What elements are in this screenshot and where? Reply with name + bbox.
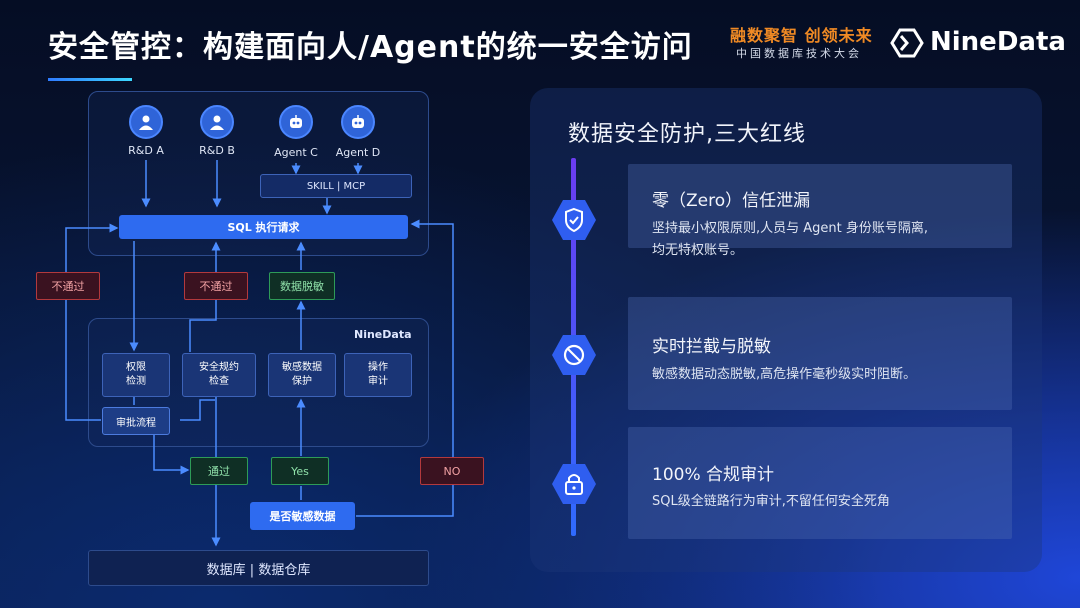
step-line: 保护	[292, 376, 312, 387]
item-desc-line: 敏感数据动态脱敏,高危操作毫秒级实时阻断。	[652, 367, 917, 382]
brand-slogan: 融数聚智 创领未来	[730, 26, 873, 45]
actor-label: R&D A	[128, 144, 164, 157]
brand-subtitle: 中国数据库技术大会	[736, 47, 862, 60]
pass-tag: 通过	[190, 457, 248, 485]
step-line: 检查	[209, 376, 229, 387]
approval-flow-box: 审批流程	[102, 407, 170, 435]
step-line: 审计	[368, 376, 388, 387]
item-desc-line: 均无特权账号。	[652, 243, 744, 258]
robot-icon	[341, 105, 375, 139]
item-desc-line: 坚持最小权限原则,人员与 Agent 身份账号隔离,	[652, 221, 929, 236]
item-desc: SQL级全链路行为审计,不留任何安全死角	[652, 491, 1002, 513]
sql-request-bar: SQL 执行请求	[119, 215, 408, 239]
step-line: 操作	[368, 362, 388, 373]
step-line: 检测	[126, 376, 146, 387]
actor-label: R&D B	[199, 144, 235, 157]
reject-tag: 不通过	[184, 272, 248, 300]
sensitive-data-decision: 是否敏感数据	[250, 502, 355, 530]
item-desc: 敏感数据动态脱敏,高危操作毫秒级实时阻断。	[652, 364, 1002, 386]
item-title: 零（Zero）信任泄漏	[652, 191, 811, 211]
block-icon	[552, 335, 596, 375]
step-permission-check: 权限检测	[102, 353, 170, 397]
no-tag: NO	[420, 457, 484, 485]
ninedata-logo-icon	[890, 28, 924, 58]
shield-check-icon	[552, 200, 596, 240]
step-sensitive-data-protection: 敏感数据保护	[268, 353, 336, 397]
actor-label: Agent C	[274, 146, 318, 159]
robot-icon	[279, 105, 313, 139]
database-bar: 数据库 | 数据仓库	[88, 550, 429, 586]
ninedata-panel-label: NineData	[354, 328, 412, 341]
lock-icon	[552, 464, 596, 504]
reject-tag: 不通过	[36, 272, 100, 300]
actor-label: Agent D	[335, 146, 381, 159]
user-icon	[200, 105, 234, 139]
step-security-rule-check: 安全规约检查	[182, 353, 256, 397]
user-icon	[129, 105, 163, 139]
step-operation-audit: 操作审计	[344, 353, 412, 397]
item-desc-line: SQL级全链路行为审计,不留任何安全死角	[652, 494, 890, 509]
redline-item-audit	[628, 427, 1012, 539]
redline-item-interception	[628, 297, 1012, 410]
item-title: 实时拦截与脱敏	[652, 337, 771, 357]
redline-item-zero-trust	[628, 164, 1012, 248]
page-title: 安全管控：构建面向人/Agent的统一安全访问	[48, 30, 693, 65]
item-title: 100% 合规审计	[652, 465, 775, 485]
item-desc: 坚持最小权限原则,人员与 Agent 身份账号隔离, 均无特权账号。	[652, 218, 1002, 262]
skill-mcp-box: SKILL | MCP	[260, 174, 412, 198]
title-underline	[48, 78, 132, 81]
yes-tag: Yes	[271, 457, 329, 485]
masking-tag: 数据脱敏	[269, 272, 335, 300]
step-line: 权限	[126, 362, 146, 373]
step-line: 安全规约	[199, 362, 239, 373]
security-card	[530, 88, 1042, 572]
step-line: 敏感数据	[282, 362, 322, 373]
brand-name: NineData	[930, 27, 1066, 57]
card-title: 数据安全防护,三大红线	[568, 122, 806, 147]
